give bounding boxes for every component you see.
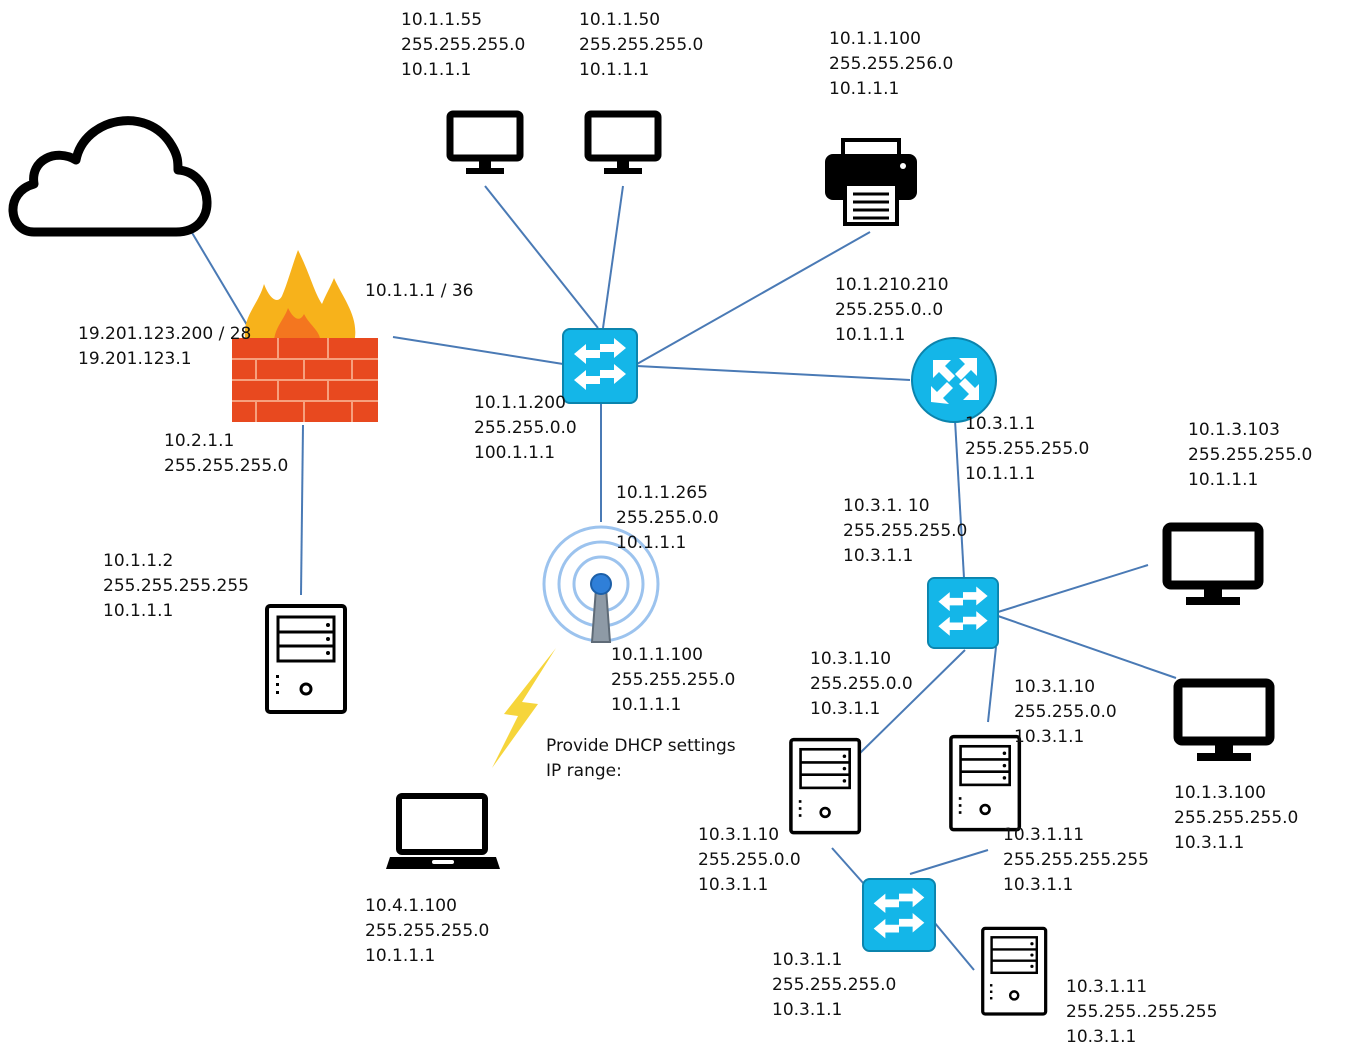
link-core-switch-router [636,365,911,381]
link-switch2-pc3 [997,564,1149,613]
firewall-icon [218,248,382,426]
link-pc2-core-switch [602,185,624,329]
firewall-inside-ip-label: 10.1.1.1 / 36 [365,281,474,301]
link-server-b-switch3 [909,849,989,875]
monitor-icon [446,110,524,176]
printer-icon [823,138,919,228]
link-firewall-core-switch [392,336,564,365]
server-icon [980,926,1050,1018]
server-icon [788,737,864,837]
link-server-a-switch3 [831,847,865,885]
wireless-access-point-icon [540,524,662,646]
laptop-icon [384,793,502,871]
switch-icon [562,328,638,404]
switch-icon [927,577,999,649]
server-icon [948,734,1024,834]
link-switch2-server-a [856,649,966,757]
link-switch2-server-b [987,646,997,723]
monitor-icon [1162,522,1264,606]
link-switch2-pc4 [997,615,1177,679]
link-firewall-dmz-server [300,424,304,596]
link-cloud-firewall [187,225,251,331]
cloud-icon [0,100,216,240]
link-router-switch2 [954,419,965,579]
link-printer-core-switch [636,231,871,365]
router-icon [909,336,999,424]
monitor-icon [584,110,662,176]
link-pc1-core-switch [484,185,599,329]
server-icon [264,603,350,717]
link-switch3-server-c [933,921,975,971]
monitor-icon [1173,678,1275,762]
lightning-icon [490,646,560,770]
switch-icon [862,878,936,952]
